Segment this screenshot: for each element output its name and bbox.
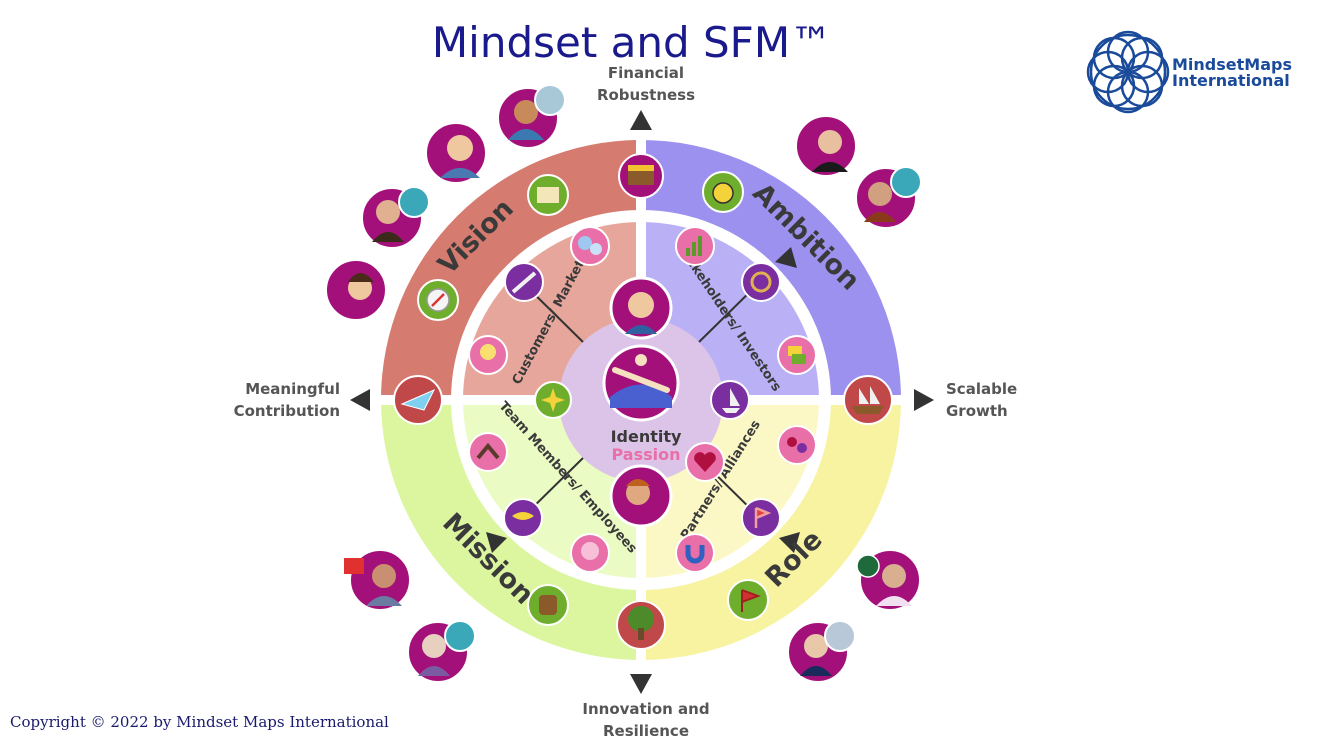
- people-icon: [777, 425, 817, 465]
- tree-icon: [616, 600, 666, 650]
- lightbulb-icon: [468, 335, 508, 375]
- axis-right-line1: Scalable: [946, 380, 1017, 398]
- axis-arrows: [350, 110, 934, 694]
- portrait-viking: [609, 464, 673, 528]
- arrow-left: [350, 389, 370, 411]
- portrait-moses: [407, 620, 476, 683]
- portrait-amazon: [425, 122, 487, 184]
- outer-portraits: [325, 84, 922, 683]
- speech-bubbles-icon: [570, 226, 610, 266]
- flower-logo-icon: [1086, 30, 1170, 114]
- stopwatch-icon: [702, 171, 744, 213]
- documents-icon: [777, 335, 817, 375]
- page-title: Mindset and SFM™: [432, 18, 832, 67]
- compass-star-icon: [534, 381, 572, 419]
- portrait-house: [344, 549, 411, 611]
- diagonal-arrows: [486, 247, 800, 553]
- telescope-icon: [504, 262, 544, 302]
- portrait-explorer-2: [361, 186, 430, 249]
- axis-top-line1: Financial: [608, 64, 684, 82]
- arrow-bottom: [630, 674, 652, 694]
- galleon-icon: [843, 375, 893, 425]
- portrait-explorer-1: [497, 84, 566, 149]
- icon-set: [393, 153, 893, 650]
- arrow-right: [914, 389, 934, 411]
- axis-left-line2: Contribution: [234, 402, 340, 420]
- portrait-admiral: [787, 620, 856, 683]
- arrow-role: [779, 532, 800, 553]
- ship-wheel-icon: [741, 262, 781, 302]
- center-passion: Passion: [611, 445, 680, 464]
- map-icon: [527, 174, 569, 216]
- axis-bottom-line1: Innovation and: [582, 700, 709, 718]
- bridge-emblem-icon: [602, 344, 680, 422]
- arrow-ambition: [775, 247, 797, 268]
- logo-line1: MindsetMaps: [1172, 55, 1292, 74]
- axis-right-line2: Growth: [946, 402, 1008, 420]
- sailboat-icon: [710, 380, 750, 420]
- treasure-chest-icon: [618, 153, 664, 199]
- logo: MindsetMaps International: [1086, 30, 1292, 114]
- handshake-icon: [468, 432, 508, 472]
- copyright: Copyright © 2022 by Mindset Maps Interna…: [10, 713, 389, 731]
- axis-left-line1: Meaningful: [245, 380, 340, 398]
- arrow-mission: [486, 532, 507, 553]
- flag-icon: [727, 579, 769, 621]
- logo-line2: International: [1172, 71, 1290, 90]
- magnet-icon: [675, 533, 715, 573]
- center-identity: Identity: [611, 427, 682, 446]
- compass-icon: [417, 279, 459, 321]
- portrait-starbucks: [856, 549, 921, 611]
- arrow-top: [630, 110, 652, 130]
- flag-icon: [741, 498, 781, 538]
- heart-icon: [685, 442, 725, 482]
- portrait-apple: [795, 115, 857, 177]
- bird-icon: [503, 498, 543, 538]
- portrait-virgin: [609, 276, 673, 340]
- paper-plane-icon: [393, 375, 443, 425]
- brain-icon: [570, 533, 610, 573]
- portrait-bodyshop: [325, 259, 387, 321]
- portrait-explorer-3: [855, 166, 922, 229]
- axis-top-line2: Robustness: [597, 86, 695, 104]
- barrel-icon: [527, 584, 569, 626]
- axis-bottom-line2: Resilience: [603, 722, 689, 737]
- bar-chart-icon: [675, 226, 715, 266]
